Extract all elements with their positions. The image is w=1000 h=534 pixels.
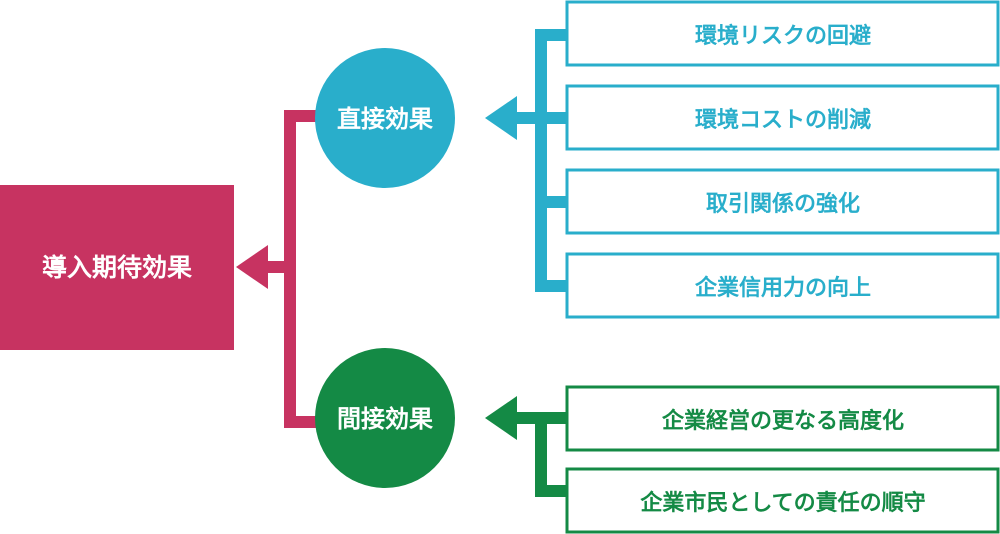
direct-connector-arm-4 [535,280,569,292]
direct-item: 取引関係の強化 [565,168,1000,235]
root-connector-bottom-arm [284,416,320,428]
direct-item-label: 環境リスクの回避 [695,23,871,49]
indirect-connector-stem [510,412,547,424]
direct-connector-arm-1 [535,29,569,41]
root-connector-top-arm [284,110,320,122]
indirect-item-box [565,467,1000,534]
indirect-connector-vertical [535,412,547,497]
indirect-node: 間接効果 [315,348,455,488]
indirect-label: 間接効果 [337,405,433,433]
direct-items: 環境リスクの回避 環境コストの削減 取引関係の強化 企業信用力の向上 [565,0,1000,319]
indirect-item-label: 企業市民としての責任の順守 [639,490,925,516]
indirect-item: 企業市民としての責任の順守 [565,467,1000,534]
direct-item-box [565,252,1000,319]
direct-connector-vertical [535,29,547,292]
root-arrow-head [236,245,268,289]
direct-arrow-head [485,96,517,140]
indirect-item-box [565,385,1000,452]
root-connector [236,110,320,428]
indirect-connector-arm-2 [535,485,569,497]
direct-item-box [565,168,1000,235]
direct-connector-stem [510,112,547,124]
direct-item-label: 環境コストの削減 [695,107,871,133]
indirect-connector [485,396,569,497]
direct-item-label: 企業信用力の向上 [694,275,871,301]
direct-item-label: 取引関係の強化 [706,191,860,217]
root-label: 導入期待効果 [42,253,192,282]
indirect-item-label: 企業経営の更なる高度化 [661,408,904,434]
direct-label: 直接効果 [337,105,433,133]
direct-item-box [565,84,1000,151]
direct-item: 環境リスクの回避 [565,0,1000,67]
direct-item: 環境コストの削減 [565,84,1000,151]
direct-item-box [565,0,1000,67]
root-box [0,185,234,350]
root-node: 導入期待効果 [0,185,234,350]
direct-connector-arm-3 [535,196,569,208]
direct-connector [485,29,569,292]
indirect-item: 企業経営の更なる高度化 [565,385,1000,452]
direct-node: 直接効果 [315,48,455,188]
indirect-arrow-head [485,396,517,440]
direct-item: 企業信用力の向上 [565,252,1000,319]
root-connector-stem [262,261,296,273]
direct-circle [315,48,455,188]
indirect-circle [315,348,455,488]
indirect-items: 企業経営の更なる高度化 企業市民としての責任の順守 [565,385,1000,534]
